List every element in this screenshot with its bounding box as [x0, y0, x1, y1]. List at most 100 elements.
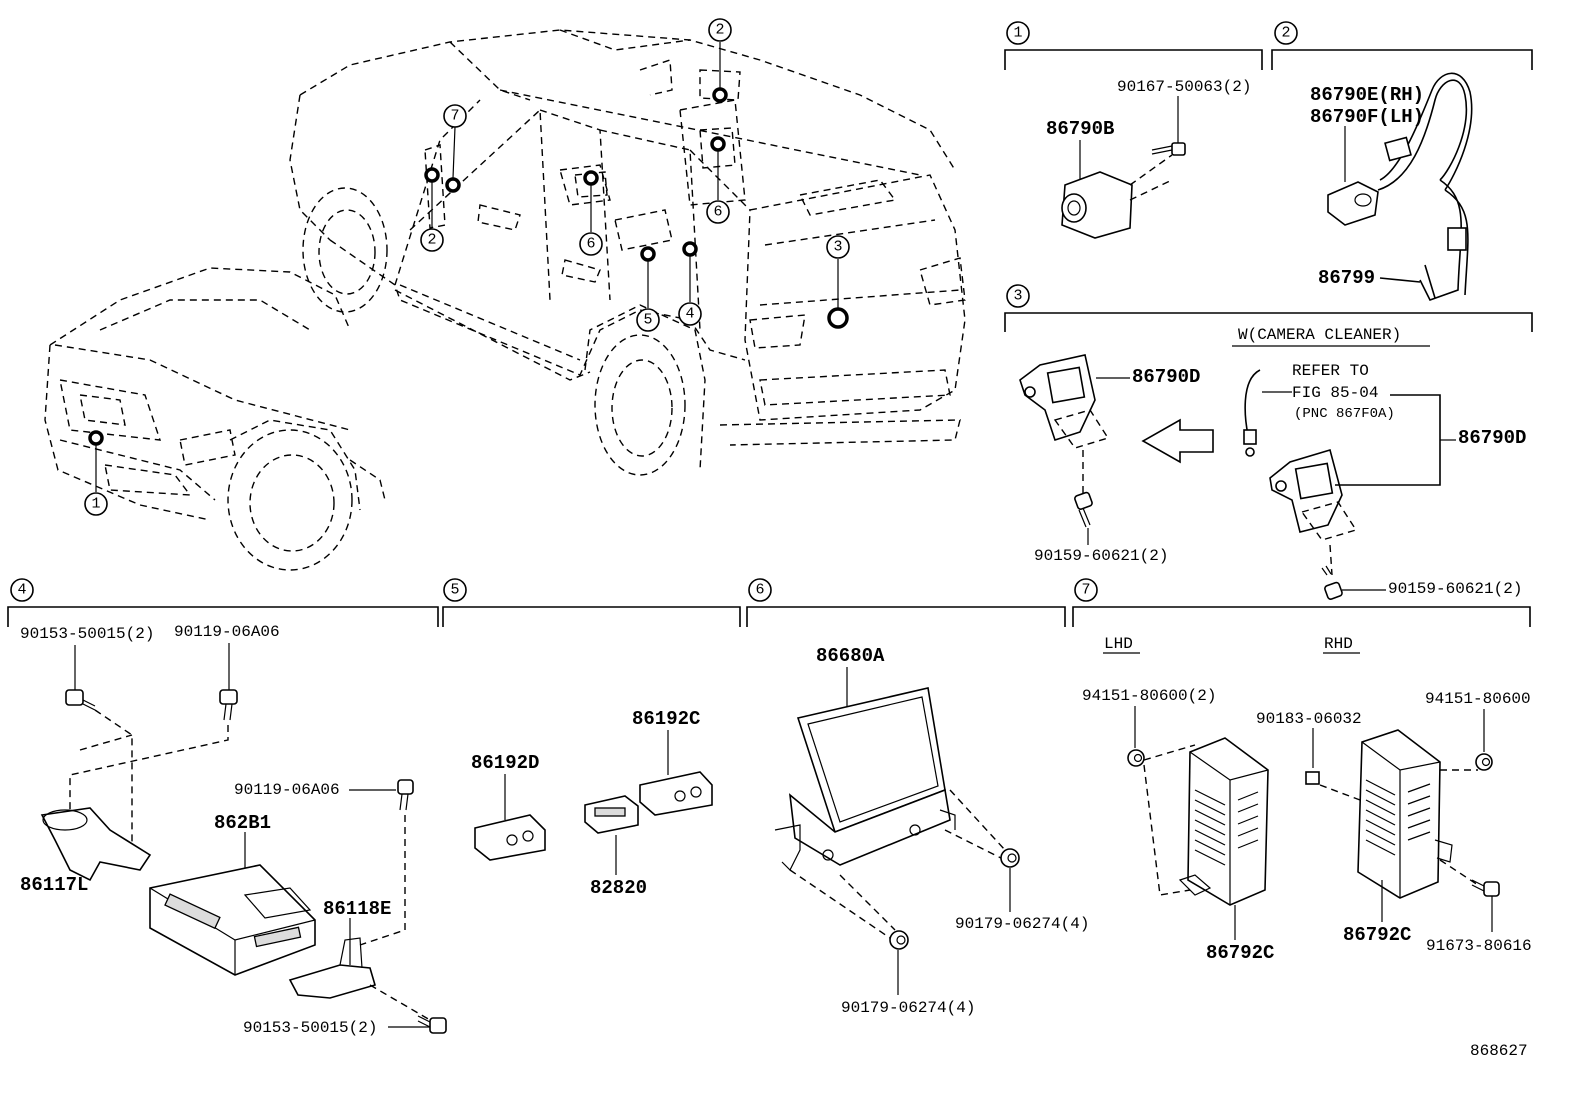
svg-text:7: 7: [1081, 582, 1090, 599]
location-dot-recorder: [682, 241, 698, 257]
bolt-icon: [1471, 879, 1500, 932]
nut-icon: [1000, 848, 1020, 912]
svg-text:3: 3: [1013, 288, 1022, 305]
section-4-badge: [10, 578, 34, 602]
vehicle-callout-2-roof: 2: [708, 18, 732, 42]
svg-text:4: 4: [685, 306, 694, 323]
part-90159-60621-left[interactable]: 90159-60621(2): [1034, 547, 1168, 565]
switch-icon: [474, 814, 546, 861]
section-3-badge: [1006, 284, 1030, 308]
svg-text:5: 5: [450, 582, 459, 599]
vehicle-front-drawing: [44, 267, 386, 571]
vehicle-callout-6-rear: 6: [706, 200, 730, 224]
part-86792C-lhd[interactable]: 86792C: [1206, 942, 1274, 964]
vehicle-callout-1: 1: [84, 492, 108, 516]
ecu-icon: [1357, 729, 1453, 922]
location-dot-roof: [712, 87, 728, 103]
vehicle-callout-7: 7: [443, 104, 467, 128]
part-86192C[interactable]: 86192C: [632, 708, 700, 730]
part-90153-50015-top[interactable]: 90153-50015(2): [20, 625, 154, 643]
part-86790B[interactable]: 86790B: [1046, 118, 1114, 140]
camera-cleaner-icon: [1243, 369, 1456, 576]
vehicle-callout-6-front: 6: [579, 232, 603, 256]
bracket-icon: [288, 918, 376, 999]
bolt-icon: [219, 689, 238, 721]
section-6-badge: [748, 578, 772, 602]
section-7: 7 LHD RHD 94151-80600(2) 90183-06032 941…: [1072, 578, 1532, 964]
camera-icon: [1019, 354, 1130, 495]
bolt-icon: [1321, 565, 1386, 600]
part-94151-80600-rhd[interactable]: 94151-80600: [1425, 690, 1531, 708]
vehicle-callout-2-mirror: 2: [420, 228, 444, 252]
section-6: 6 86680A 90179-06274(4) 90179-06274(4): [746, 578, 1089, 1017]
nut-icon: [1475, 753, 1493, 771]
bolt-icon: [1151, 142, 1186, 156]
part-90183-06032[interactable]: 90183-06032: [1256, 710, 1362, 728]
part-86192D[interactable]: 86192D: [471, 752, 539, 774]
bolt-icon: [388, 1015, 447, 1034]
section-1-badge: [1006, 21, 1030, 45]
location-dot-mirror-camera: [424, 167, 440, 183]
svg-text:1: 1: [91, 496, 100, 513]
part-90179-06274-bottom[interactable]: 90179-06274(4): [841, 999, 975, 1017]
svg-text:5: 5: [643, 312, 652, 329]
part-86680A[interactable]: 86680A: [816, 645, 885, 667]
part-86118E[interactable]: 86118E: [323, 898, 391, 920]
part-90179-06274-right[interactable]: 90179-06274(4): [955, 915, 1089, 933]
part-86792C-rhd[interactable]: 86792C: [1343, 924, 1411, 946]
part-90119-06A06-mid[interactable]: 90119-06A06: [234, 781, 340, 799]
location-dot-front-camera: [88, 430, 104, 446]
part-91673-80616[interactable]: 91673-80616: [1426, 937, 1532, 955]
part-82820[interactable]: 82820: [590, 877, 647, 899]
bolt-icon: [65, 689, 96, 711]
vehicle-callout-5: 5: [636, 308, 660, 332]
mirror-camera-icon: [1327, 181, 1379, 226]
part-86790D-right[interactable]: 86790D: [1458, 427, 1526, 449]
part-86790D-left[interactable]: 86790D: [1132, 366, 1200, 388]
part-90153-50015-bottom[interactable]: 90153-50015(2): [243, 1019, 377, 1037]
part-86799[interactable]: 86799: [1318, 267, 1375, 289]
part-90167-50063[interactable]: 90167-50063(2): [1117, 78, 1251, 96]
part-90159-60621-right[interactable]: 90159-60621(2): [1388, 580, 1522, 598]
svg-text:6: 6: [713, 204, 722, 221]
section-1: 1 90167-50063(2) 86790B: [1004, 21, 1263, 239]
nut-icon: [889, 930, 909, 995]
location-dot-seat-display-2: [710, 136, 726, 152]
svg-text:2: 2: [427, 232, 436, 249]
variant-lhd-label: LHD: [1104, 635, 1133, 653]
part-86790E[interactable]: 86790E(RH): [1310, 84, 1424, 106]
part-86790F[interactable]: 86790F(LH): [1310, 106, 1424, 128]
diagram-id: 868627: [1470, 1042, 1528, 1060]
bracket-icon: [40, 807, 152, 882]
display-icon: [774, 687, 956, 872]
section-7-badge: [1074, 578, 1098, 602]
refer-pnc-label: (PNC 867F0A): [1294, 406, 1395, 422]
section-2-badge: [1274, 21, 1298, 45]
svg-text:6: 6: [755, 582, 764, 599]
ecu-icon: [1178, 737, 1269, 940]
camera-cleaner-condition: W(CAMERA CLEANER): [1238, 326, 1401, 344]
vehicle-overview-drawing: [289, 29, 966, 476]
location-dot-seat-display-1: [583, 170, 599, 186]
switch-icon: [584, 795, 639, 834]
variant-rhd-label: RHD: [1324, 635, 1353, 653]
vehicle-callout-4: 4: [678, 302, 702, 326]
section-5: 5 86192D 86192C 82820: [442, 578, 741, 899]
svg-text:6: 6: [586, 236, 595, 253]
svg-text:7: 7: [450, 108, 459, 125]
svg-text:2: 2: [1281, 25, 1290, 42]
recorder-unit-icon: [149, 832, 316, 976]
nut-icon: [1127, 749, 1145, 767]
part-862B1[interactable]: 862B1: [214, 812, 271, 834]
refer-to-label: REFER TO: [1292, 362, 1369, 380]
part-86117L[interactable]: 86117L: [20, 874, 88, 896]
location-dot-rear-camera: [827, 307, 849, 329]
arrow-icon: [1141, 418, 1214, 464]
svg-text:4: 4: [17, 582, 26, 599]
part-94151-80600-lhd[interactable]: 94151-80600(2): [1082, 687, 1216, 705]
svg-text:3: 3: [833, 239, 842, 256]
vehicle-callout-3: 3: [826, 235, 850, 259]
part-90119-06A06-top[interactable]: 90119-06A06: [174, 623, 280, 641]
refer-fig-link[interactable]: FIG 85-04: [1292, 384, 1378, 402]
